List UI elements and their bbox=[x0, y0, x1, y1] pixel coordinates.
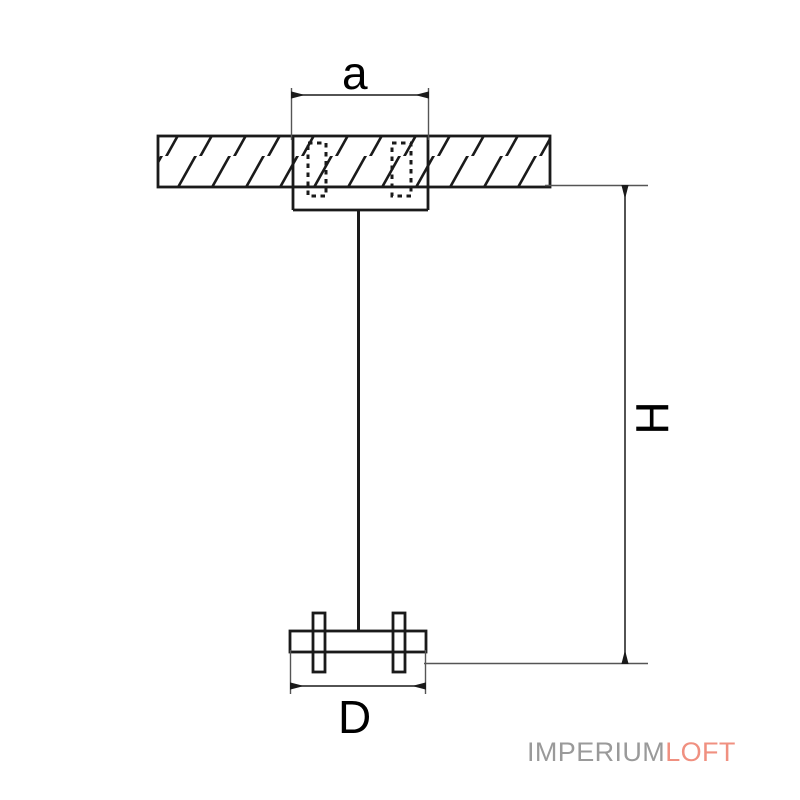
watermark-loft: LOFT bbox=[665, 737, 736, 767]
hidden-fasteners bbox=[306, 141, 413, 198]
hidden-fastener-right-icon bbox=[390, 141, 413, 198]
ceiling-slab bbox=[156, 134, 552, 189]
mount-bracket-fill bbox=[293, 187, 428, 211]
dimension-label-D: D bbox=[338, 691, 372, 743]
dimension-a bbox=[290, 88, 430, 140]
watermark-imperium: IMPERIUM bbox=[527, 737, 666, 767]
hidden-fastener-left-icon bbox=[306, 141, 328, 198]
fixture-body bbox=[288, 611, 428, 674]
mount-bracket bbox=[291, 136, 430, 212]
ceiling-slab-hatch-fill bbox=[158, 136, 550, 187]
dimension-label-a: a bbox=[342, 47, 368, 99]
brand-watermark: IMPERIUMLOFT bbox=[527, 737, 736, 768]
dimension-D bbox=[289, 650, 427, 694]
dimension-H bbox=[424, 184, 648, 665]
fixture-collar-left bbox=[311, 611, 327, 674]
fixture-collar-right bbox=[391, 611, 407, 674]
dimension-label-H: H bbox=[626, 401, 679, 435]
